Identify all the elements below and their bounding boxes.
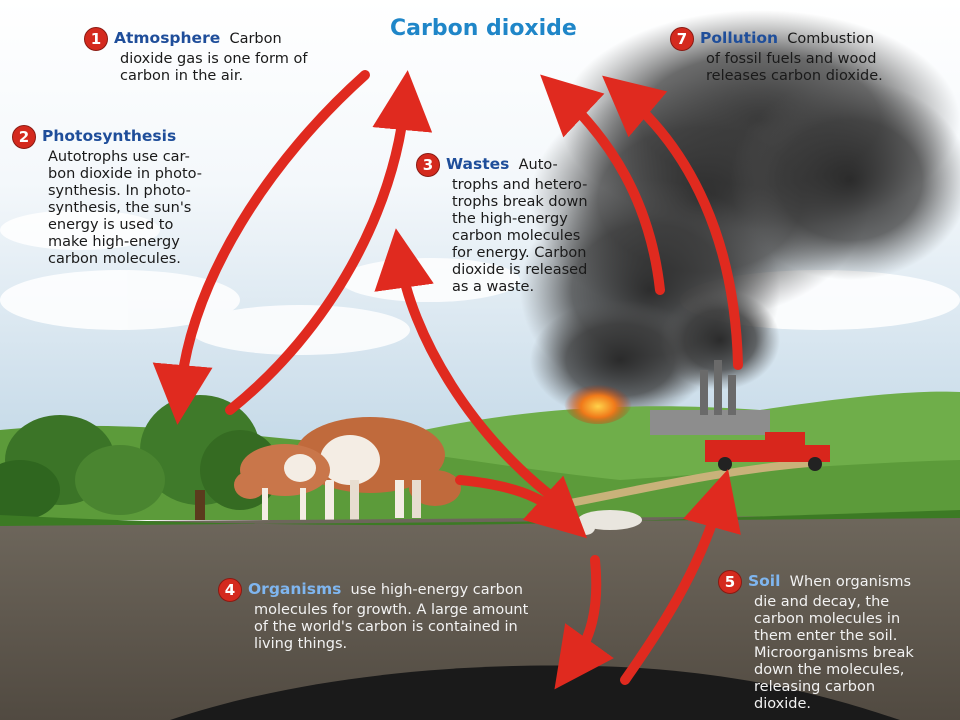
pollution-heading: Pollution bbox=[700, 29, 779, 47]
soil-layer bbox=[170, 665, 900, 720]
number-badge: 2 bbox=[12, 125, 36, 149]
factory bbox=[650, 360, 770, 435]
fire bbox=[564, 380, 632, 424]
arrow-tree-to-atmosphere bbox=[225, 70, 433, 415]
number-badge: 3 bbox=[416, 153, 440, 177]
truck bbox=[705, 432, 830, 471]
wastes-line-5: carbon molecules bbox=[452, 228, 581, 244]
arrow-cow-to-remains bbox=[455, 475, 588, 539]
photosynthesis-line-7: carbon molecules. bbox=[48, 251, 181, 267]
cow-adult bbox=[295, 417, 461, 520]
wastes-line-1: Auto- bbox=[518, 157, 558, 173]
soil-line-8: dioxide. bbox=[754, 696, 812, 712]
pollution-line-1: Combustion bbox=[787, 31, 875, 47]
soil-line-1: When organisms bbox=[789, 574, 912, 590]
soil-line-6: down the molecules, bbox=[754, 662, 905, 678]
photosynthesis-line-1: Autotrophs use car- bbox=[48, 149, 190, 165]
arrow-soil-to-surface bbox=[620, 469, 741, 685]
wastes-line-7: dioxide is released bbox=[452, 262, 588, 278]
number-badge: 4 bbox=[218, 578, 242, 602]
wastes-label: 3 Wastes Auto- trophs and hetero- trophs … bbox=[416, 153, 616, 296]
wastes-line-6: for energy. Carbon bbox=[452, 245, 587, 261]
atmosphere-label: 1 Atmosphere Carbon dioxide gas is one fo… bbox=[84, 27, 374, 85]
road bbox=[559, 458, 821, 509]
soil-heading: Soil bbox=[748, 572, 781, 590]
number-badge: 1 bbox=[84, 27, 108, 51]
soil-line-4: them enter the soil. bbox=[754, 628, 898, 644]
organisms-line-4: living things. bbox=[254, 636, 348, 652]
soil bbox=[0, 515, 960, 720]
organisms-line-1: use high-energy carbon bbox=[350, 582, 523, 598]
carbon-flow-arrows bbox=[152, 70, 743, 690]
arrow-smoke-to-atmosphere-1 bbox=[540, 74, 665, 295]
wastes-heading: Wastes bbox=[446, 155, 510, 173]
diagram-title: Carbon dioxide bbox=[390, 16, 577, 41]
wastes-line-4: the high-energy bbox=[452, 211, 568, 227]
soil-line-5: Microorganisms break bbox=[754, 645, 914, 661]
number-badge: 7 bbox=[670, 27, 694, 51]
photosynthesis-line-4: synthesis, the sun's bbox=[48, 200, 192, 216]
atmosphere-line-3: carbon in the air. bbox=[120, 68, 244, 84]
photosynthesis-line-3: synthesis. In photo- bbox=[48, 183, 191, 199]
organisms-line-3: of the world's carbon is contained in bbox=[254, 619, 518, 635]
pollution-line-3: releases carbon dioxide. bbox=[706, 68, 883, 84]
pollution-line-2: of fossil fuels and wood bbox=[706, 51, 877, 67]
photosynthesis-heading: Photosynthesis bbox=[42, 127, 177, 145]
photosynthesis-line-6: make high-energy bbox=[48, 234, 180, 250]
atmosphere-line-1: Carbon bbox=[229, 31, 282, 47]
pollution-label: 7 Pollution Combustion of fossil fuels an… bbox=[670, 27, 955, 85]
atmosphere-heading: Atmosphere bbox=[114, 29, 221, 47]
organisms-heading: Organisms bbox=[248, 580, 342, 598]
photosynthesis-line-2: bon dioxide in photo- bbox=[48, 166, 203, 182]
number-badge: 5 bbox=[718, 570, 742, 594]
grass-edge bbox=[0, 510, 960, 526]
photosynthesis-line-5: energy is used to bbox=[48, 217, 174, 233]
atmosphere-line-2: dioxide gas is one form of bbox=[120, 51, 308, 67]
cow-calf bbox=[234, 444, 330, 520]
photosynthesis-label: 2 Photosynthesis Autotrophs use car- bon … bbox=[12, 125, 222, 268]
arrow-atmosphere-to-tree bbox=[152, 70, 370, 425]
wastes-line-8: as a waste. bbox=[452, 279, 535, 295]
soil-line-3: carbon molecules in bbox=[754, 611, 901, 627]
arrow-smoke-to-atmosphere-2 bbox=[602, 75, 743, 370]
wastes-line-2: trophs and hetero- bbox=[452, 177, 588, 193]
organisms-label: 4 Organisms use high-energy carbon molecu… bbox=[218, 578, 558, 653]
arrow-remains-to-soil bbox=[554, 555, 614, 690]
wastes-line-3: trophs break down bbox=[452, 194, 588, 210]
soil-line-2: die and decay, the bbox=[754, 594, 890, 610]
soil-line-7: releasing carbon bbox=[754, 679, 876, 695]
organisms-line-2: molecules for growth. A large amount bbox=[254, 602, 529, 618]
